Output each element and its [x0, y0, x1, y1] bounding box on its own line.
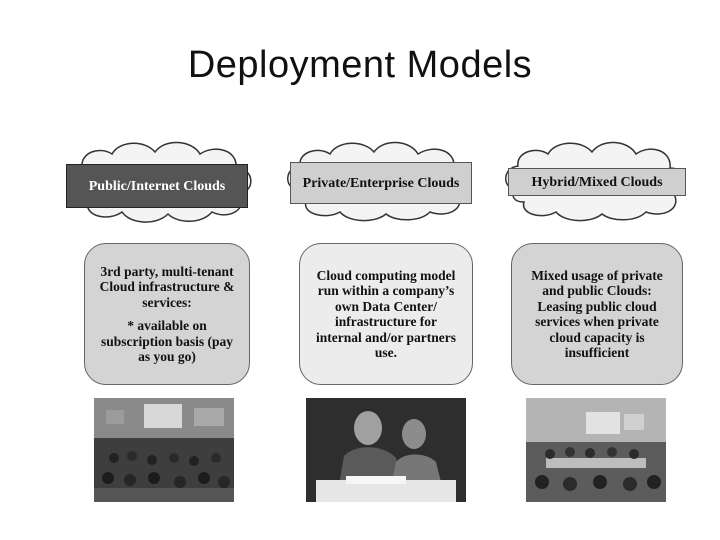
- public-description-note: * available on subscription basis (pay a…: [100, 318, 234, 364]
- private-description-text: Cloud computing model run within a compa…: [315, 267, 456, 361]
- hybrid-cloud-label: Hybrid/Mixed Clouds: [508, 168, 686, 196]
- private-description-box: Cloud computing model run within a compa…: [299, 243, 473, 385]
- public-description-text: 3rd party, multi-tenant Cloud infrastruc…: [99, 263, 235, 310]
- public-description-box: 3rd party, multi-tenant Cloud infrastruc…: [84, 243, 250, 385]
- hybrid-description-text: Mixed usage of private and public Clouds…: [531, 267, 663, 361]
- people-at-desk-photo: [306, 398, 466, 502]
- hybrid-description-box: Mixed usage of private and public Clouds…: [511, 243, 683, 385]
- private-cloud-shape: Private/Enterprise Clouds: [280, 134, 480, 224]
- auditorium-photo: [94, 398, 234, 502]
- hybrid-cloud-shape: Hybrid/Mixed Clouds: [498, 134, 694, 224]
- slide-title: Deployment Models: [187, 44, 533, 86]
- public-cloud-label: Public/Internet Clouds: [66, 164, 248, 208]
- private-cloud-label: Private/Enterprise Clouds: [290, 162, 472, 204]
- meeting-room-photo: [526, 398, 666, 502]
- public-cloud-shape: Public/Internet Clouds: [60, 132, 260, 227]
